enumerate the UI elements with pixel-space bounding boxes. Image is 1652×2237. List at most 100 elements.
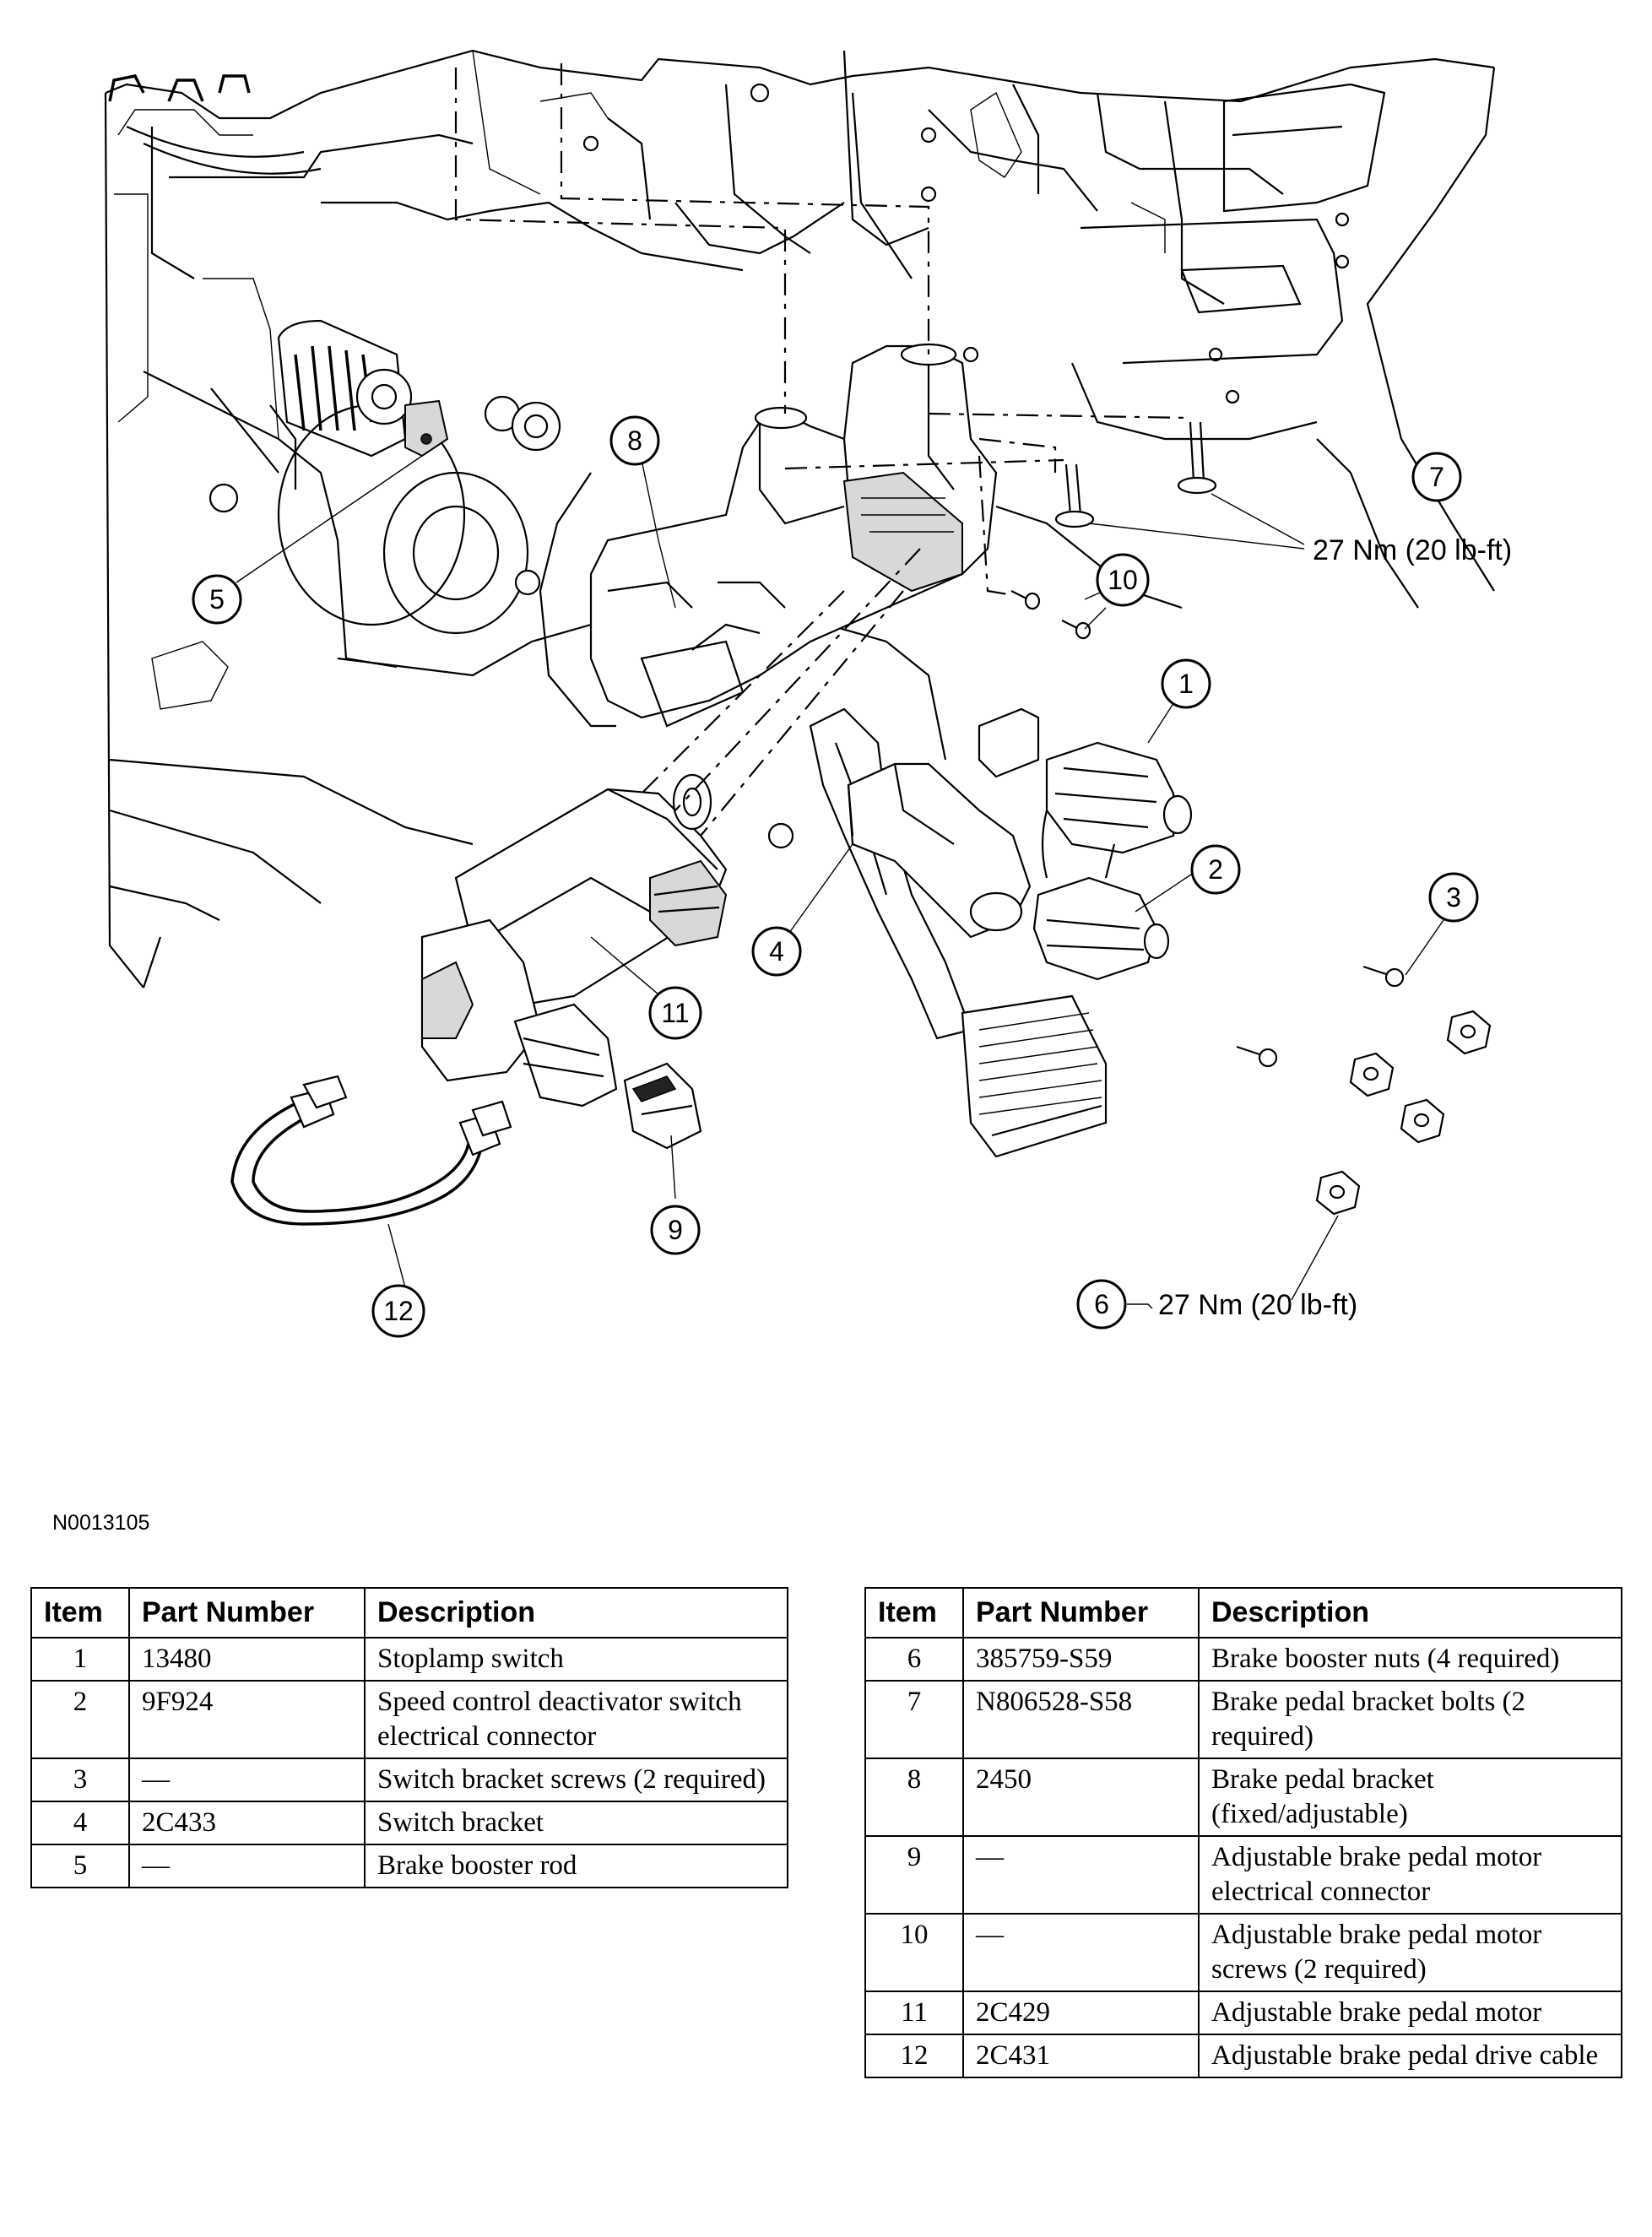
cell-item: 8 [864, 1758, 964, 1837]
cell-description: Adjustable brake pedal motor screws (2 r… [1198, 1913, 1622, 1992]
table-row: 1 13480 Stoplamp switch [30, 1637, 788, 1682]
header-part-number: Part Number [128, 1587, 366, 1638]
callout-11: 11 [648, 986, 702, 1040]
exploded-view-diagram: 1 2 3 4 5 6 7 8 9 10 11 12 [104, 49, 1512, 1338]
switch-bracket-screws [1236, 965, 1405, 1068]
deactivator-switch [1032, 843, 1170, 981]
cell-part-number: — [128, 1844, 366, 1888]
figure-code: N0013105 [52, 1511, 150, 1535]
cell-description: Brake pedal bracket (fixed/adjustable) [1198, 1758, 1622, 1837]
cell-description: Brake pedal bracket bolts (2 required) [1198, 1680, 1622, 1759]
cell-item: 11 [864, 1991, 964, 2035]
table-row: 12 2C431 Adjustable brake pedal drive ca… [864, 2034, 1622, 2078]
header-part-number: Part Number [962, 1587, 1200, 1638]
drive-cable [230, 1075, 512, 1226]
table-row: 4 2C433 Switch bracket [30, 1801, 788, 1845]
torque-label-item6: 27 Nm (20 lb-ft) [1158, 1289, 1357, 1321]
svg-text:7: 7 [1429, 462, 1444, 492]
table-header-row: Item Part Number Description [864, 1587, 1622, 1638]
cell-item: 4 [30, 1801, 130, 1845]
cell-description: Adjustable brake pedal motor [1198, 1991, 1622, 2035]
callout-9: 9 [650, 1205, 701, 1255]
motor-connector [623, 1062, 702, 1150]
bracket-bolts [1054, 421, 1217, 528]
leader-lines [236, 455, 1444, 1309]
table-row: 3 — Switch bracket screws (2 required) [30, 1758, 788, 1802]
cell-description: Brake booster nuts (4 required) [1198, 1637, 1622, 1682]
assembly-lines [454, 63, 1191, 837]
adjustable-pedal-motor [420, 773, 728, 1108]
cell-part-number: 2C429 [962, 1991, 1200, 2035]
cell-part-number: 385759-S59 [962, 1637, 1200, 1682]
cell-part-number: — [962, 1835, 1200, 1915]
callout-12: 12 [371, 1284, 425, 1338]
callout-8: 8 [609, 415, 660, 466]
brake-booster-nuts [1315, 1010, 1492, 1216]
cell-description: Switch bracket screws (2 required) [364, 1758, 788, 1802]
table-row: 5 — Brake booster rod [30, 1844, 788, 1888]
callout-10: 10 [1096, 553, 1150, 607]
callout-1: 1 [1161, 658, 1211, 709]
callout-2: 2 [1190, 844, 1241, 895]
cell-item: 2 [30, 1680, 130, 1759]
cell-item: 6 [864, 1637, 964, 1682]
cell-part-number: — [962, 1913, 1200, 1992]
cell-part-number: 9F924 [128, 1680, 366, 1759]
header-item: Item [30, 1587, 130, 1638]
table-row: 6 385759-S59 Brake booster nuts (4 requi… [864, 1637, 1622, 1682]
cell-item: 1 [30, 1637, 130, 1682]
parts-table-right: Item Part Number Description 6 385759-S5… [864, 1587, 1622, 2078]
motor-screws [1010, 590, 1091, 640]
svg-text:10: 10 [1108, 565, 1138, 595]
svg-text:4: 4 [769, 936, 784, 967]
svg-text:5: 5 [209, 584, 225, 615]
header-description: Description [1198, 1587, 1622, 1638]
table-row: 9 — Adjustable brake pedal motor electri… [864, 1835, 1622, 1915]
cell-description: Speed control deactivator switch electri… [364, 1680, 788, 1759]
cell-part-number: 2C433 [128, 1801, 366, 1845]
firewall-panel [104, 49, 1496, 989]
svg-text:9: 9 [668, 1215, 683, 1245]
callout-4: 4 [751, 926, 802, 977]
cell-item: 3 [30, 1758, 130, 1802]
cell-description: Stoplamp switch [364, 1637, 788, 1682]
callout-5: 5 [192, 574, 242, 625]
table-row: 7 N806528-S58 Brake pedal bracket bolts … [864, 1680, 1622, 1759]
svg-text:1: 1 [1178, 669, 1194, 699]
parts-table-left: Item Part Number Description 1 13480 Sto… [30, 1587, 788, 1888]
brake-booster-assembly [209, 319, 561, 635]
cell-part-number: N806528-S58 [962, 1680, 1200, 1759]
svg-text:12: 12 [383, 1296, 414, 1326]
svg-text:11: 11 [661, 998, 689, 1028]
callout-6: 6 [1076, 1279, 1127, 1330]
cell-description: Brake booster rod [364, 1844, 788, 1888]
table-header-row: Item Part Number Description [30, 1587, 788, 1638]
cell-part-number: 13480 [128, 1637, 366, 1682]
table-row: 10 — Adjustable brake pedal motor screws… [864, 1913, 1622, 1992]
switch-bracket [847, 762, 1032, 939]
callout-7: 7 [1411, 452, 1462, 502]
callout-3: 3 [1428, 872, 1479, 923]
table-row: 8 2450 Brake pedal bracket (fixed/adjust… [864, 1758, 1622, 1837]
svg-text:8: 8 [627, 425, 642, 456]
cell-item: 12 [864, 2034, 964, 2078]
cell-description: Adjustable brake pedal drive cable [1198, 2034, 1622, 2078]
cell-item: 9 [864, 1835, 964, 1915]
header-description: Description [364, 1587, 788, 1638]
brake-pedal-bracket [589, 343, 998, 728]
cell-item: 5 [30, 1844, 130, 1888]
cell-item: 7 [864, 1680, 964, 1759]
cell-item: 10 [864, 1913, 964, 1992]
svg-text:3: 3 [1446, 882, 1461, 913]
torque-label-item7: 27 Nm (20 lb-ft) [1313, 534, 1512, 566]
cell-description: Adjustable brake pedal motor electrical … [1198, 1835, 1622, 1915]
cell-description: Switch bracket [364, 1801, 788, 1845]
cell-part-number: 2C431 [962, 2034, 1200, 2078]
table-row: 11 2C429 Adjustable brake pedal motor [864, 1991, 1622, 2035]
cell-part-number: 2450 [962, 1758, 1200, 1837]
svg-text:2: 2 [1208, 854, 1223, 885]
stoplamp-switch [978, 707, 1193, 879]
cell-part-number: — [128, 1758, 366, 1802]
header-item: Item [864, 1587, 964, 1638]
svg-text:6: 6 [1094, 1289, 1109, 1319]
